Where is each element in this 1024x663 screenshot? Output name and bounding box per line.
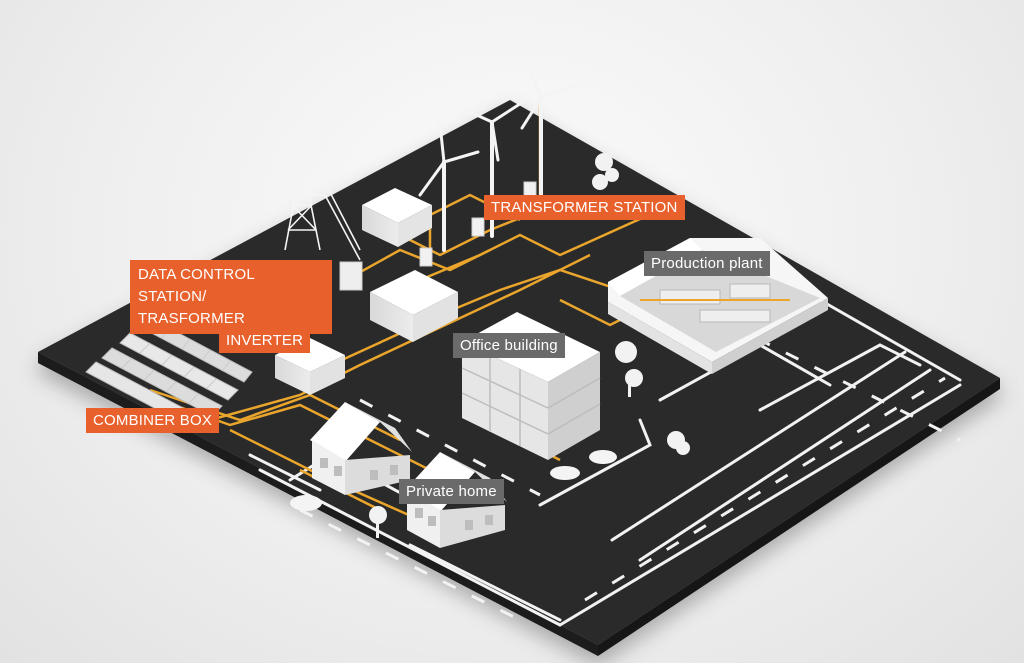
private-home bbox=[310, 402, 412, 495]
tree-icon bbox=[667, 431, 690, 455]
power-pylon-icon bbox=[280, 159, 361, 261]
wind-turbine-icon bbox=[418, 122, 480, 252]
office-building bbox=[461, 312, 601, 460]
transformer-units bbox=[339, 181, 537, 291]
label-office-building: Office building bbox=[453, 333, 565, 358]
label-data-control-station-line2: TRASFORMER bbox=[138, 310, 245, 327]
label-inverter: INVERTER bbox=[219, 328, 311, 353]
tree-icon bbox=[615, 341, 643, 397]
container-box-upper bbox=[362, 188, 432, 247]
label-data-control-station-line1: DATA CONTROL STATION/ bbox=[138, 266, 255, 305]
tree-icon bbox=[369, 506, 387, 538]
inverter-box bbox=[275, 338, 345, 395]
label-transformer-station: TRANSFORMER STATION bbox=[484, 195, 685, 220]
road-dashes bbox=[299, 308, 961, 622]
tree-icon bbox=[592, 153, 619, 190]
wind-turbine-icon bbox=[520, 70, 582, 202]
label-production-plant: Production plant bbox=[644, 251, 770, 276]
label-combiner-box: COMBINER BOX bbox=[86, 408, 220, 433]
label-private-home: Private home bbox=[399, 479, 504, 504]
label-data-control-station: DATA CONTROL STATION/ TRASFORMER bbox=[130, 260, 332, 334]
data-control-station-box bbox=[370, 270, 458, 342]
car-icon bbox=[290, 450, 617, 511]
